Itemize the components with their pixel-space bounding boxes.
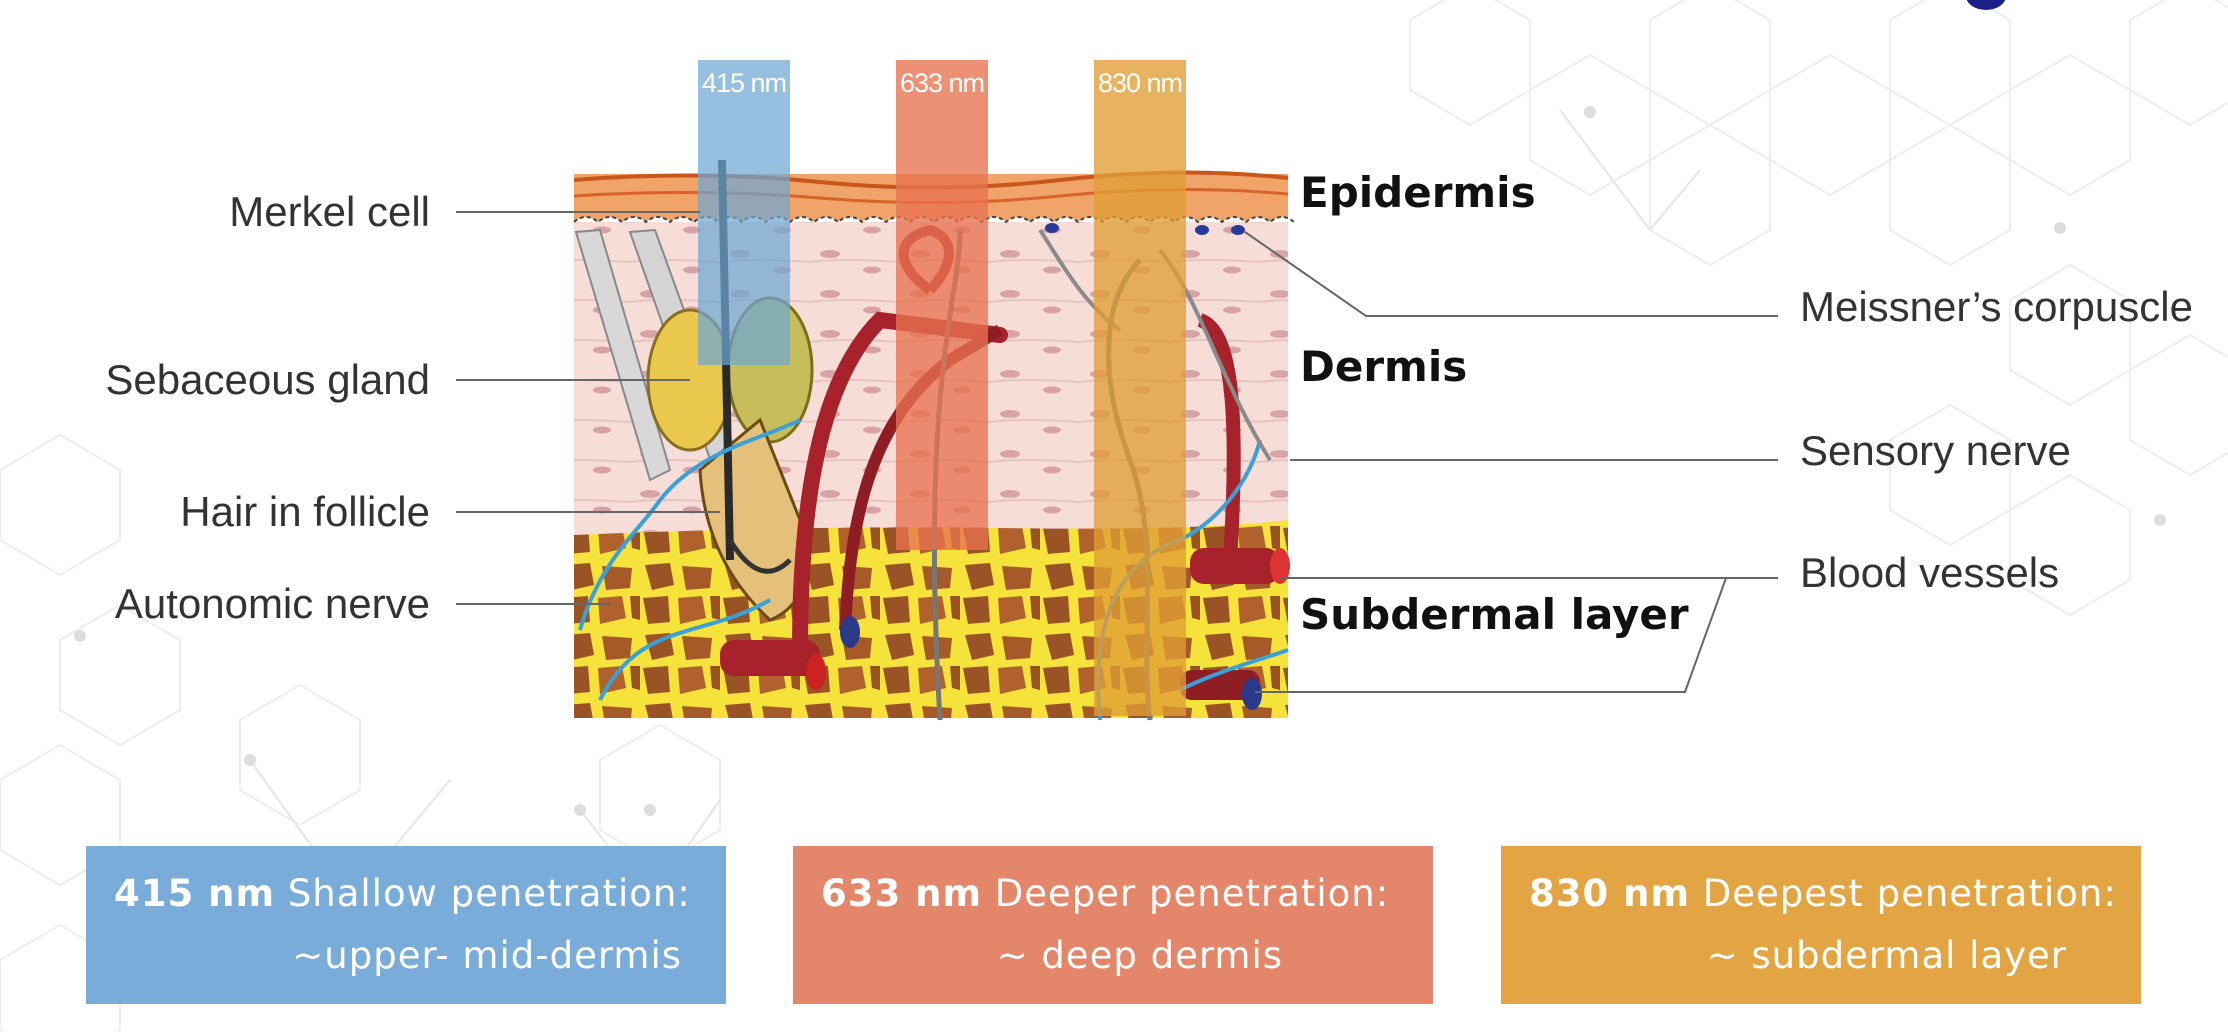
caption-415: 415 nm Shallow penetration: ~upper- mid-… bbox=[86, 846, 726, 1004]
caption-633-depth: ~ deep dermis bbox=[996, 934, 1283, 977]
caption-415-wavelength: 415 nm bbox=[114, 872, 276, 915]
decorative-blue-circle bbox=[1966, 0, 2006, 10]
label-merkel-cell: Merkel cell bbox=[229, 188, 430, 235]
label-autonomic-nerve: Autonomic nerve bbox=[114, 580, 430, 627]
caption-633-title: Deeper penetration: bbox=[982, 872, 1390, 915]
caption-415-depth: ~upper- mid-dermis bbox=[292, 934, 682, 977]
label-sensory-nerve: Sensory nerve bbox=[1800, 427, 2071, 474]
layer-label-subdermal: Subdermal layer bbox=[1300, 590, 1689, 639]
caption-415-title: Shallow penetration: bbox=[275, 872, 691, 915]
caption-830: 830 nm Deepest penetration: ~ subdermal … bbox=[1501, 846, 2141, 1004]
caption-830-wavelength: 830 nm bbox=[1529, 872, 1691, 915]
beam-label-633: 633 nm bbox=[899, 68, 985, 98]
caption-830-title: Deepest penetration: bbox=[1690, 872, 2117, 915]
label-meissners-corpuscle: Meissner’s corpuscle bbox=[1800, 283, 2193, 330]
beam-label-415: 415 nm bbox=[701, 68, 787, 98]
label-hair-in-follicle: Hair in follicle bbox=[180, 488, 430, 535]
layer-label-epidermis: Epidermis bbox=[1300, 168, 1536, 217]
caption-633-wavelength: 633 nm bbox=[821, 872, 983, 915]
beam-label-830: 830 nm bbox=[1097, 68, 1183, 98]
label-sebaceous-gland: Sebaceous gland bbox=[105, 356, 430, 403]
layer-label-dermis: Dermis bbox=[1300, 342, 1468, 391]
caption-830-depth: ~ subdermal layer bbox=[1706, 934, 2067, 977]
caption-633: 633 nm Deeper penetration: ~ deep dermis bbox=[793, 846, 1433, 1004]
label-blood-vessels: Blood vessels bbox=[1800, 549, 2060, 596]
